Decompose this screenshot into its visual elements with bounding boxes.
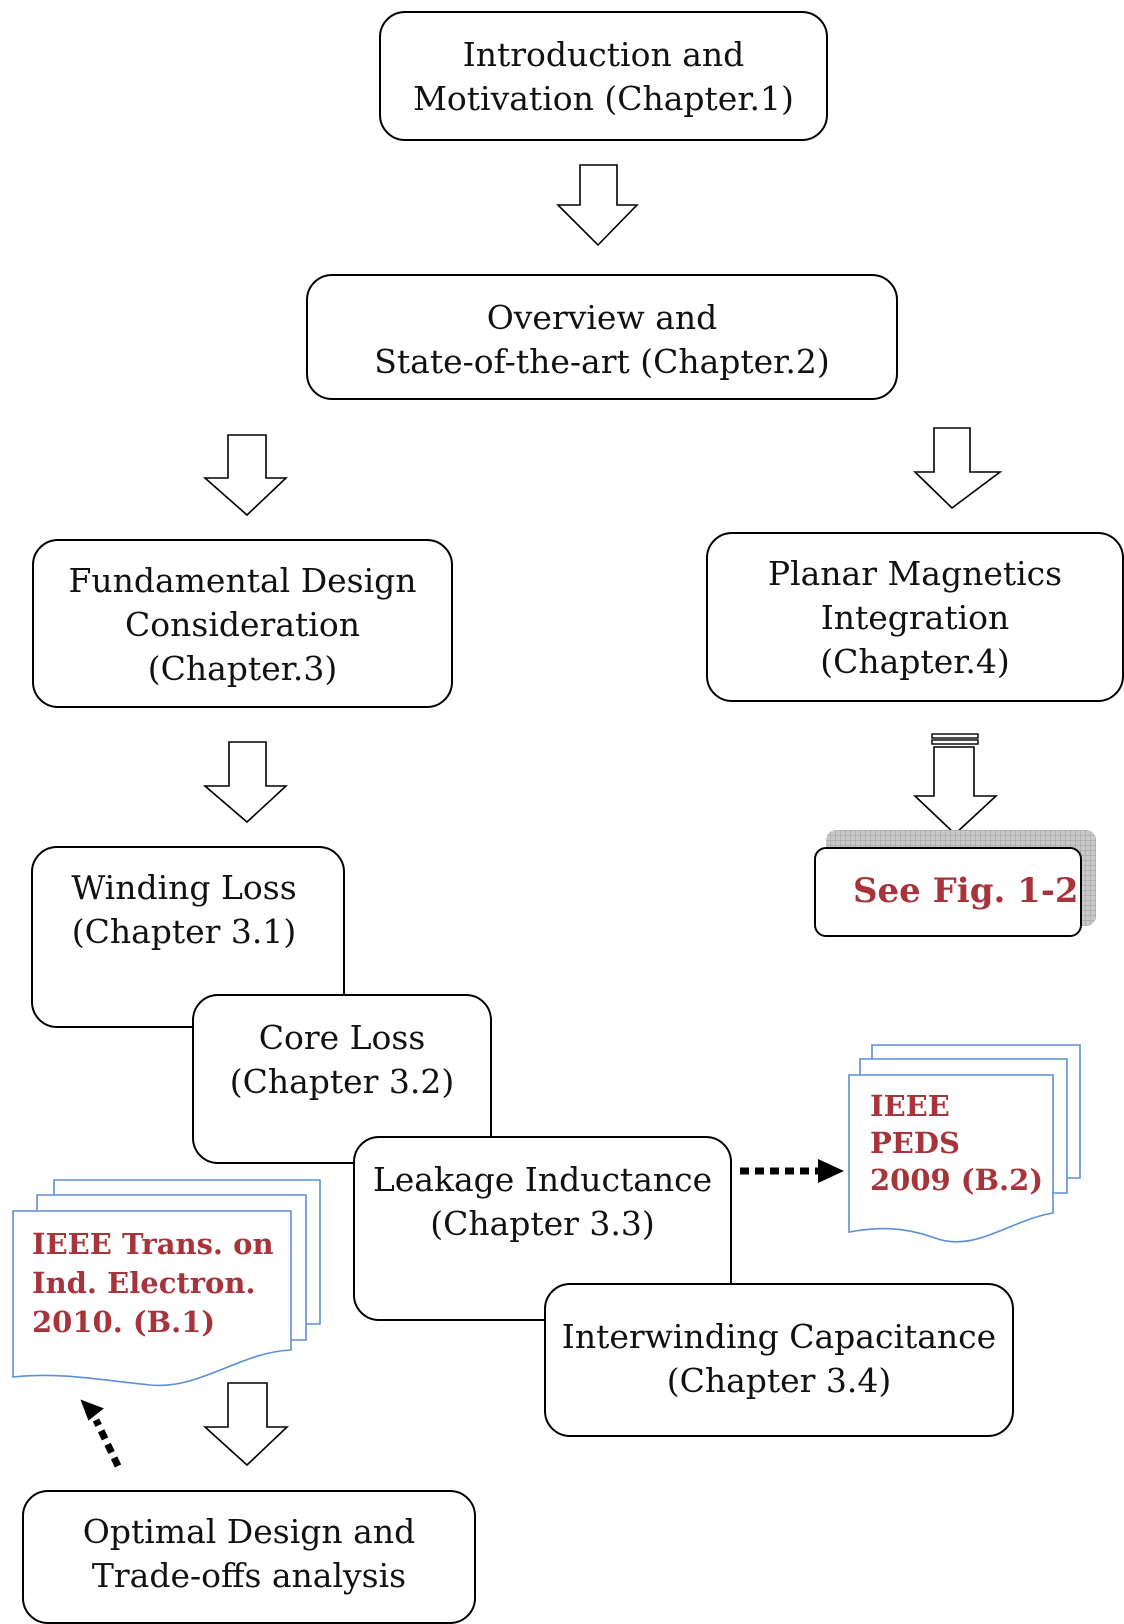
box-leakage-line-1: Leakage Inductance (372, 1160, 713, 1199)
box-overview-line-2: State-of-the-art (Chapter.2) (374, 342, 830, 381)
arrow-down-3 (913, 427, 1003, 510)
box-core-loss-line-1: Core Loss (258, 1018, 426, 1057)
box-interwinding-line-2: (Chapter 3.4) (666, 1361, 892, 1400)
box-overview: Overview and State-of-the-art (Chapter.2… (306, 274, 898, 400)
see-fig-label: See Fig. 1-2 (853, 871, 1079, 911)
box-fundamental: Fundamental Design Consideration (Chapte… (32, 539, 453, 708)
box-planar-line-2: Integration (820, 598, 1010, 637)
box-planar-line-1: Planar Magnetics (767, 554, 1063, 593)
doc-stack-trans (12, 1179, 321, 1387)
ref-peds: IEEE PEDS 2009 (B.2) (870, 1088, 1045, 1199)
ref-trans: IEEE Trans. on Ind. Electron. 2010. (B.1… (32, 1225, 292, 1342)
box-fundamental-line-3: (Chapter.3) (147, 649, 338, 688)
doc-stack-peds (848, 1044, 1081, 1243)
ref-trans-line-1: IEEE Trans. on (32, 1227, 274, 1261)
box-fundamental-line-2: Consideration (125, 605, 360, 644)
box-leakage-line-2: (Chapter 3.3) (430, 1204, 655, 1243)
box-optimal-line-2: Trade-offs analysis (91, 1556, 407, 1595)
arrow-down-to-fig (912, 733, 999, 836)
ref-trans-line-2: Ind. Electron. (32, 1266, 256, 1300)
box-core-loss-line-2: (Chapter 3.2) (229, 1062, 455, 1101)
box-core-loss: Core Loss (Chapter 3.2) (192, 994, 492, 1164)
arrow-down-5 (202, 1382, 290, 1467)
box-winding-loss-line-1: Winding Loss (71, 868, 297, 907)
box-introduction-line-1: Introduction and (462, 35, 745, 74)
box-planar: Planar Magnetics Integration (Chapter.4) (706, 532, 1124, 702)
ref-trans-line-3: 2010. (B.1) (32, 1305, 216, 1339)
box-optimal-line-1: Optimal Design and (82, 1512, 416, 1551)
arrow-down-1 (556, 164, 639, 247)
arrow-down-2 (202, 434, 289, 517)
dashed-arrow-right (740, 1159, 844, 1183)
box-overview-line-1: Overview and (486, 298, 718, 337)
box-interwinding-line-1: Interwinding Capacitance (561, 1317, 997, 1356)
box-fundamental-line-1: Fundamental Design (68, 561, 417, 600)
arrow-down-4 (202, 741, 289, 824)
box-planar-line-3: (Chapter.4) (820, 642, 1010, 681)
box-introduction-line-2: Motivation (Chapter.1) (413, 79, 794, 118)
box-introduction: Introduction and Motivation (Chapter.1) (379, 11, 828, 141)
box-optimal: Optimal Design and Trade-offs analysis (22, 1490, 476, 1624)
box-interwinding: Interwinding Capacitance (Chapter 3.4) (544, 1283, 1014, 1437)
box-see-fig: See Fig. 1-2 (814, 847, 1082, 937)
ref-peds-line-2: 2009 (B.2) (870, 1163, 1044, 1197)
ref-peds-line-1: IEEE PEDS (870, 1089, 961, 1160)
dashed-arrow-up (80, 1399, 122, 1468)
box-winding-loss-line-2: (Chapter 3.1) (71, 912, 297, 951)
